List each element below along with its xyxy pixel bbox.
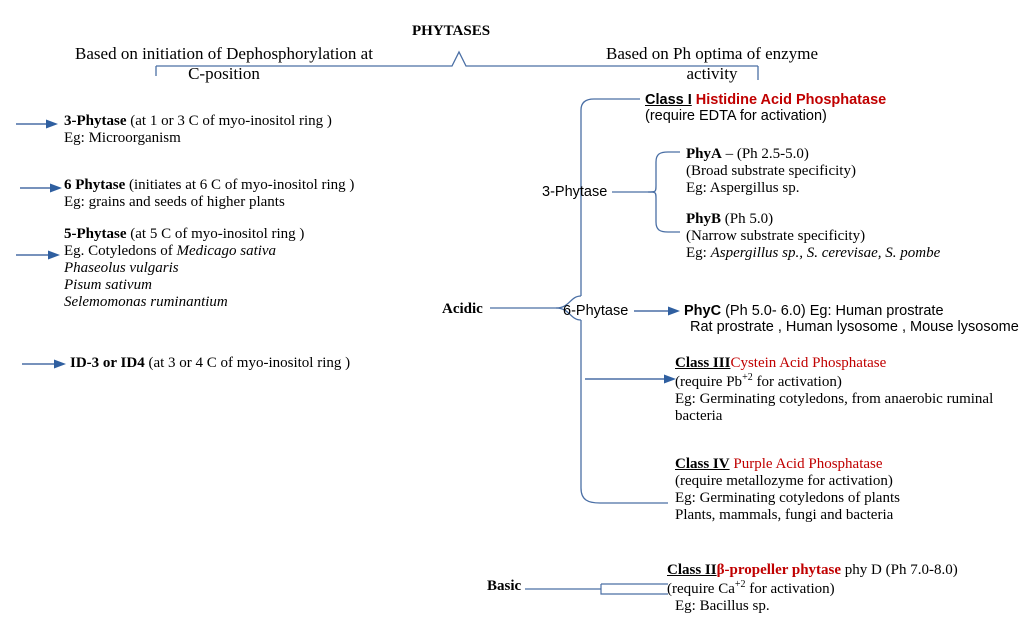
- class-3-req-suffix: for activation): [752, 374, 842, 390]
- left-item-line: Pisum sativum: [64, 277, 152, 293]
- left-header-line2: C-position: [188, 64, 260, 83]
- class-2-requirement: (require Ca+2 for activation): [667, 579, 958, 598]
- class-2-label: Class II: [667, 562, 717, 578]
- class-2-block: Class IIβ-propeller phytase phy D (Ph 7.…: [667, 562, 958, 615]
- left-item-line: Eg. Cotyledons of Medicago sativa: [64, 243, 304, 260]
- left-item-title-bold: 6 Phytase: [64, 177, 126, 193]
- phyc-block: PhyC (Ph 5.0- 6.0) Eg: Human prostrate R…: [684, 303, 1019, 335]
- node-6-phytase: 6-Phytase: [563, 303, 629, 319]
- phya-range: – (Ph 2.5-5.0): [721, 146, 809, 162]
- class-4-block: Class IV Purple Acid Phosphatase (requir…: [675, 456, 900, 524]
- left-item-line: Selemomonas ruminantium: [64, 294, 228, 310]
- left-item-line: Eg: Microorganism: [64, 130, 181, 146]
- class-1-label: Class I: [645, 92, 692, 108]
- left-header: Based on initiation of Dephosphorylation…: [56, 44, 392, 84]
- class-1-heading: Class I Histidine Acid Phosphatase: [645, 92, 886, 108]
- class-3-block: Class IIICystein Acid Phosphatase (requi…: [675, 355, 993, 425]
- class-3-requirement: (require Pb+2 for activation): [675, 372, 993, 391]
- node-acidic: Acidic: [442, 301, 483, 317]
- left-item-title-bold: 3-Phytase: [64, 113, 127, 129]
- left-item-title-rest: (at 5 C of myo-inositol ring ): [126, 226, 305, 242]
- class-3-name: Cystein Acid Phosphatase: [730, 355, 887, 371]
- class-1-block: Class I Histidine Acid Phosphatase (requ…: [645, 92, 886, 124]
- phyb-range: (Ph 5.0): [721, 211, 774, 227]
- class-3-example: Eg: Germinating cotyledons, from anaerob…: [675, 391, 994, 407]
- phya-specificity: (Broad substrate specificity): [686, 163, 856, 179]
- left-item-title-bold: 5-Phytase: [64, 226, 127, 242]
- left-item-title-rest: (initiates at 6 C of myo-inositol ring ): [125, 177, 355, 193]
- phya-title: PhyA – (Ph 2.5-5.0): [686, 146, 856, 163]
- phyb-example-prefix: Eg:: [686, 245, 711, 261]
- phyc-examples: Rat prostrate , Human lysosome , Mouse l…: [690, 319, 1019, 335]
- right-header-line2: activity: [686, 64, 738, 83]
- phyb-title: PhyB (Ph 5.0): [686, 211, 940, 228]
- left-item-line-italic: Medicago sativa: [176, 243, 277, 259]
- class-4-example: Eg: Germinating cotyledons of plants: [675, 490, 900, 506]
- class-4-example-cont: Plants, mammals, fungi and bacteria: [675, 507, 894, 523]
- class-4-label: Class IV: [675, 456, 730, 472]
- class-4-requirement: (require metallozyme for activation): [675, 473, 893, 489]
- class-3-label: Class III: [675, 355, 731, 371]
- class-2-req-sup: +2: [734, 579, 746, 590]
- left-item-title: 6 Phytase (initiates at 6 C of myo-inosi…: [64, 177, 354, 194]
- class-2-req-suffix: for activation): [745, 581, 835, 597]
- left-item-line: Eg: grains and seeds of higher plants: [64, 194, 285, 210]
- phya-block: PhyA – (Ph 2.5-5.0) (Broad substrate spe…: [686, 146, 856, 197]
- node-3-phytase: 3-Phytase: [542, 184, 608, 200]
- class-2-name: β-propeller phytase: [716, 562, 842, 578]
- left-item-title: ID-3 or ID4 (at 3 or 4 C of myo-inositol…: [70, 355, 350, 372]
- left-item-title: 5-Phytase (at 5 C of myo-inositol ring ): [64, 226, 304, 243]
- phyb-label: PhyB: [686, 211, 722, 227]
- class-2-rest: phy D (Ph 7.0-8.0): [841, 562, 958, 578]
- left-item-line-prefix: Eg. Cotyledons of: [64, 243, 177, 259]
- class-2-example: Eg: Bacillus sp.: [675, 598, 770, 614]
- class-3-req-sup: +2: [742, 372, 753, 383]
- left-item-3-phytase: 3-Phytase (at 1 or 3 C of myo-inositol r…: [64, 113, 332, 147]
- left-item-6-phytase: 6 Phytase (initiates at 6 C of myo-inosi…: [64, 177, 354, 211]
- class-3-example-cont: bacteria: [675, 408, 723, 424]
- left-item-title: 3-Phytase (at 1 or 3 C of myo-inositol r…: [64, 113, 332, 130]
- phyb-specificity: (Narrow substrate specificity): [686, 228, 866, 244]
- left-item-line: Phaseolus vulgaris: [64, 260, 179, 276]
- class-4-name: Purple Acid Phosphatase: [729, 456, 883, 472]
- phyc-range: (Ph 5.0- 6.0) Eg: Human prostrate: [721, 303, 944, 319]
- left-item-title-bold: ID-3 or ID4: [70, 355, 145, 371]
- left-item-title-rest: (at 1 or 3 C of myo-inositol ring ): [126, 113, 332, 129]
- right-header: Based on Ph optima of enzyme activity: [586, 44, 838, 84]
- class-3-req-prefix: (require Pb: [675, 374, 743, 390]
- page-title: PHYTASES: [412, 23, 491, 39]
- class-1-name: Histidine Acid Phosphatase: [695, 92, 887, 108]
- class-3-heading: Class IIICystein Acid Phosphatase: [675, 355, 993, 372]
- phyb-example-species: Aspergillus sp., S. cerevisae, S. pombe: [710, 245, 941, 261]
- right-header-line1: Based on Ph optima of enzyme: [606, 44, 818, 63]
- phyc-title: PhyC (Ph 5.0- 6.0) Eg: Human prostrate: [684, 303, 1019, 319]
- left-header-line1: Based on initiation of Dephosphorylation…: [75, 44, 373, 63]
- node-basic: Basic: [487, 578, 522, 594]
- left-item-id3-or-id4: ID-3 or ID4 (at 3 or 4 C of myo-inositol…: [70, 355, 350, 372]
- class-2-heading: Class IIβ-propeller phytase phy D (Ph 7.…: [667, 562, 958, 579]
- left-item-title-rest: (at 3 or 4 C of myo-inositol ring ): [144, 355, 351, 371]
- phyc-label: PhyC: [684, 303, 722, 319]
- phya-example: Eg: Aspergillus sp.: [686, 180, 800, 196]
- left-item-5-phytase: 5-Phytase (at 5 C of myo-inositol ring )…: [64, 226, 304, 311]
- phyb-example: Eg: Aspergillus sp., S. cerevisae, S. po…: [686, 245, 940, 262]
- class-2-req-prefix: (require Ca: [667, 581, 735, 597]
- phya-label: PhyA: [686, 146, 722, 162]
- phyb-block: PhyB (Ph 5.0) (Narrow substrate specific…: [686, 211, 940, 262]
- class-1-requirement: (require EDTA for activation): [645, 108, 827, 124]
- class-4-heading: Class IV Purple Acid Phosphatase: [675, 456, 900, 473]
